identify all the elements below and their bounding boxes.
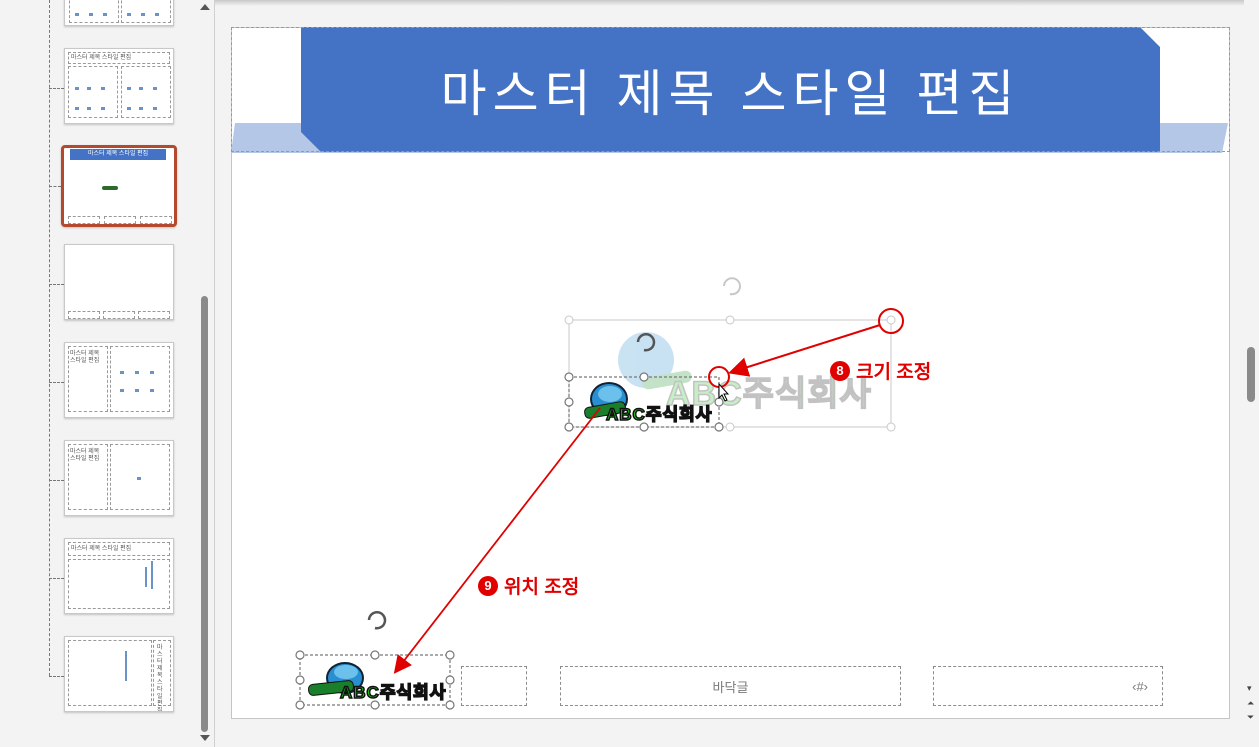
move-callout-label: 위치 조정 xyxy=(504,577,580,598)
previous-slide-icon[interactable]: ⏶ xyxy=(1247,698,1255,708)
resize-callout: 8 크기 조정 xyxy=(830,357,931,384)
company-logo-resized[interactable]: ABC주식회사 xyxy=(576,380,716,428)
resize-callout-label: 크기 조정 xyxy=(856,362,932,383)
slide-thumbnail[interactable] xyxy=(64,0,174,26)
next-slide-icon[interactable]: ⏷ xyxy=(1247,712,1255,722)
scroll-down-arrow-icon[interactable] xyxy=(200,735,210,741)
step-8-badge: 8 xyxy=(830,360,850,381)
logo-text: ABC주식회사 xyxy=(605,404,713,425)
thumbnail-title: 마스터 제목 스타일 편집 xyxy=(157,645,163,712)
footer-placeholder[interactable]: 바닥글 xyxy=(560,666,901,706)
slide-scrollbar[interactable]: ▾ ⏶ ⏷ xyxy=(1244,0,1259,747)
logo-text: ABC주식회사 xyxy=(339,682,447,703)
thumbnail-title: 마스터 제목 스타일 편집 xyxy=(88,151,149,157)
slide-thumbnail[interactable]: 마스터 제목 스타일 편집 xyxy=(64,48,174,124)
slide-thumbnail[interactable]: 마스터 제목 스타일 편집 xyxy=(64,440,174,516)
thumbnail-title: 마스터 제목 스타일 편집 xyxy=(70,449,100,462)
scroll-down-arrow-icon[interactable]: ▾ xyxy=(1247,683,1252,693)
thumbnail-title: 마스터 제목 스타일 편집 xyxy=(70,351,100,364)
slide-thumbnail[interactable]: 마스터 제목 스타일 편집 xyxy=(64,636,174,712)
thumbnail-title: 마스터 제목 스타일 편집 xyxy=(71,55,132,61)
tree-connector xyxy=(49,578,64,579)
page-number-placeholder[interactable]: ‹#› xyxy=(933,666,1163,706)
ribbon-shadow xyxy=(215,0,1244,6)
tree-connector xyxy=(49,284,64,285)
slide-thumbnail[interactable] xyxy=(64,244,174,320)
tree-connector xyxy=(49,0,50,676)
slide-thumbnail-pane: 마스터 제목 스타일 편집 마스터 제목 스타일 편집 마스터 제목 스타일 편… xyxy=(0,0,215,747)
tree-connector xyxy=(49,88,64,89)
company-logo-moved[interactable]: ABC주식회사 xyxy=(302,660,452,706)
scroll-up-arrow-icon[interactable] xyxy=(200,4,210,10)
scrollbar-thumb[interactable] xyxy=(201,296,208,732)
tree-connector xyxy=(49,382,64,383)
slide-thumbnail[interactable]: 마스터 제목 스타일 편집 xyxy=(64,342,174,418)
move-callout: 9 위치 조정 xyxy=(478,572,579,599)
slide-title-placeholder[interactable]: 마스터 제목 스타일 편집 xyxy=(440,65,1021,122)
step-9-badge: 9 xyxy=(478,575,498,596)
slide-thumbnail-selected[interactable]: 마스터 제목 스타일 편집 xyxy=(61,145,177,227)
tree-connector xyxy=(49,480,64,481)
tree-connector xyxy=(49,186,61,187)
slide-thumbnail[interactable]: 마스터 제목 스타일 편집 xyxy=(64,538,174,614)
thumbnail-title: 마스터 제목 스타일 편집 xyxy=(71,546,132,552)
scrollbar-thumb[interactable] xyxy=(1247,347,1255,402)
thumbnail-scrollbar[interactable] xyxy=(197,0,211,747)
tree-connector xyxy=(49,676,64,677)
title-placeholder-border[interactable] xyxy=(231,27,1230,152)
